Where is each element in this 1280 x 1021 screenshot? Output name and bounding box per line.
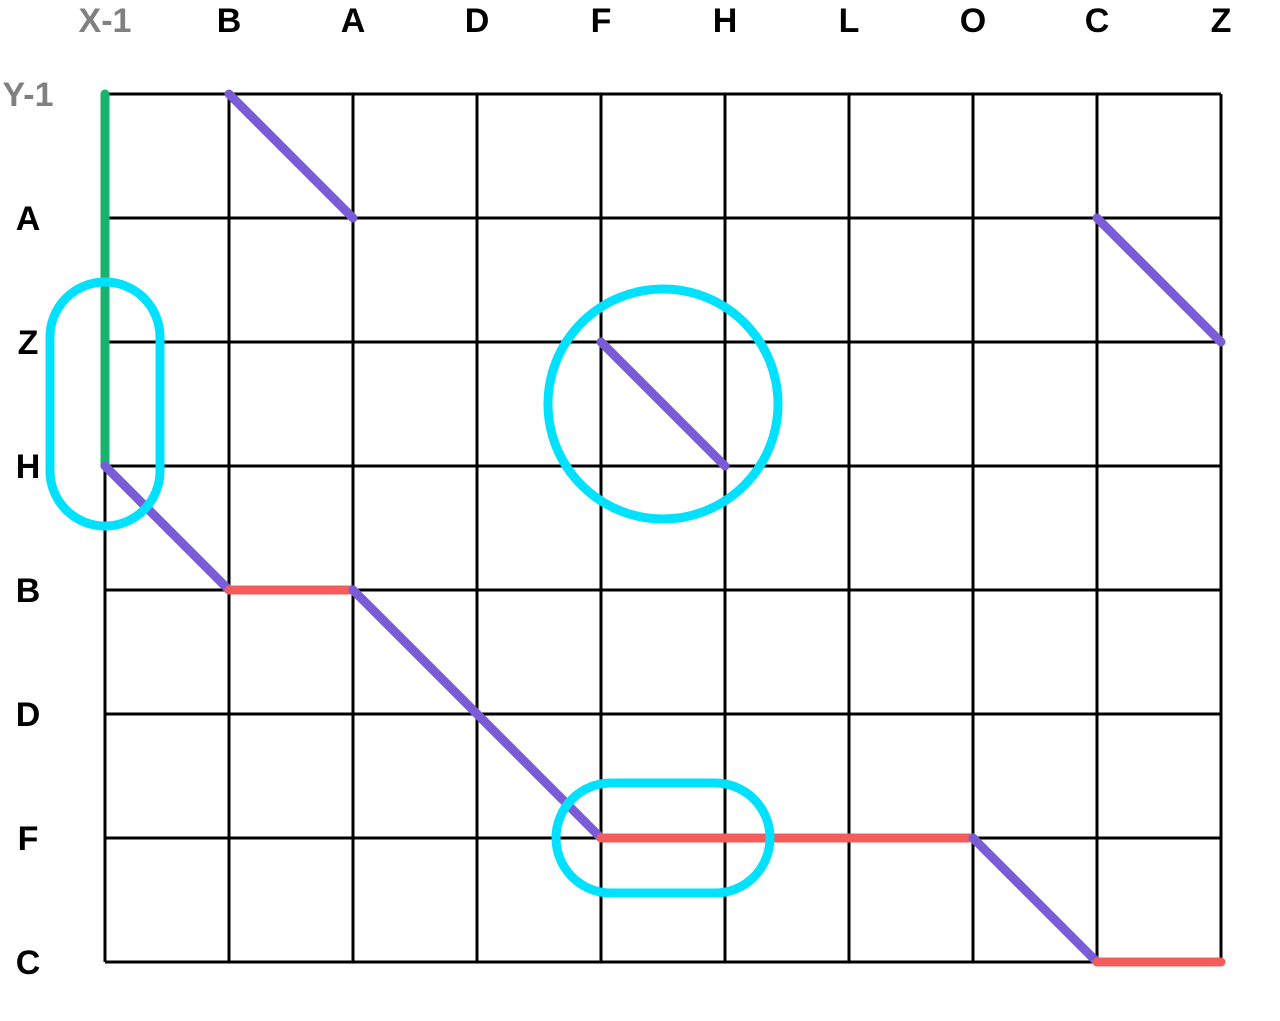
- highlight-pill-horizontal: [551, 778, 775, 898]
- highlight-pill-vertical: [45, 277, 165, 531]
- x-axis-label: D: [465, 2, 490, 40]
- y-axis-label: Z: [18, 324, 39, 362]
- diagonal-move-segment: [596, 337, 730, 471]
- x-axis-label: O: [960, 2, 986, 40]
- diagonal-move-segment: [1092, 213, 1226, 347]
- y-axis-label: Y-1: [2, 76, 53, 114]
- y-axis-label: A: [16, 200, 41, 238]
- y-axis-label: H: [16, 448, 41, 486]
- x-axis-label: C: [1085, 2, 1110, 40]
- y-axis-label: F: [18, 820, 39, 858]
- y-axis-label: D: [16, 696, 41, 734]
- diagonal-move-segment: [224, 89, 358, 223]
- path-segments: [100, 89, 1226, 967]
- x-axis-label: F: [591, 2, 612, 40]
- diagonal-move-segment: [968, 833, 1102, 967]
- x-axis-label: H: [713, 2, 738, 40]
- x-axis-label: B: [217, 2, 242, 40]
- x-axis-label: Z: [1211, 2, 1232, 40]
- grid: [103, 92, 1223, 964]
- x-axis-label: X-1: [79, 2, 132, 40]
- diagonal-move-segment: [348, 585, 606, 843]
- y-axis-label: B: [16, 572, 41, 610]
- x-axis-label: A: [341, 2, 366, 40]
- highlight-markers: [45, 277, 783, 898]
- diagonal-move-segment: [100, 461, 234, 595]
- y-axis-label: C: [16, 944, 41, 982]
- x-axis-label: L: [839, 2, 860, 40]
- highlight-circle: [543, 284, 783, 524]
